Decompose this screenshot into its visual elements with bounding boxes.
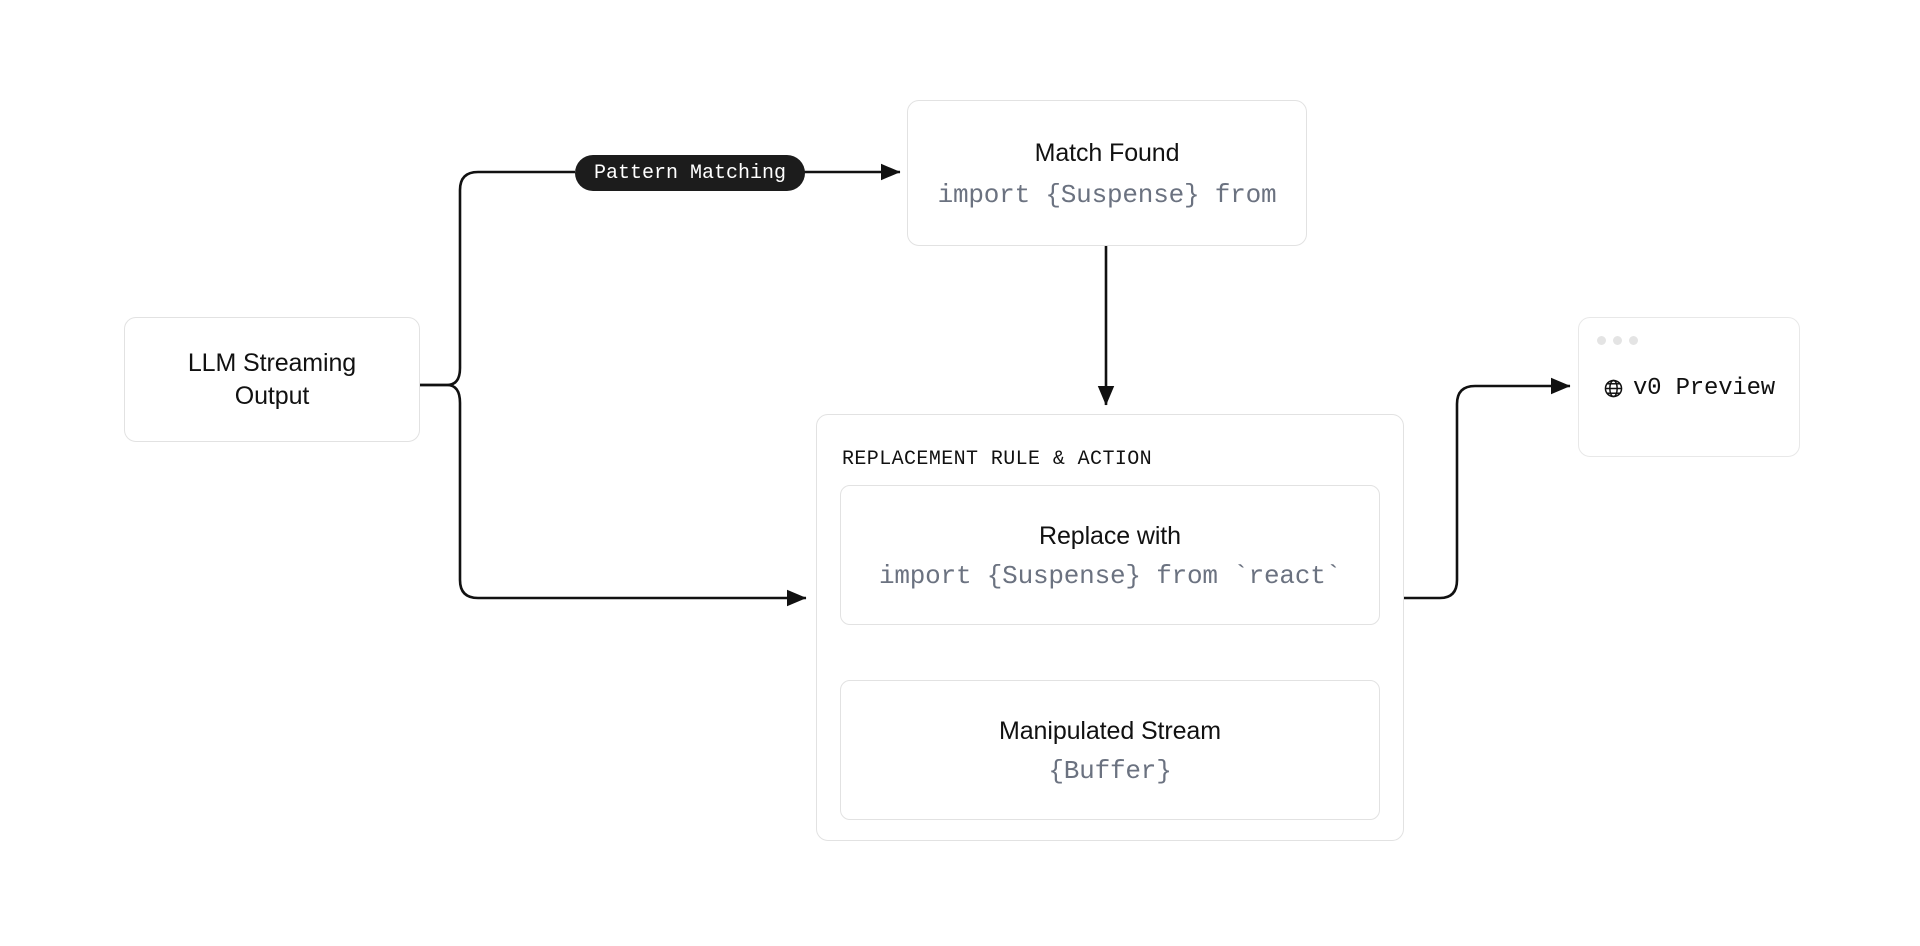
node-match-found[interactable]: Match Found import {Suspense} from xyxy=(907,100,1307,246)
node-replace-with[interactable]: Replace with import {Suspense} from `rea… xyxy=(840,485,1380,625)
node-v0-preview-window[interactable]: v0 Preview xyxy=(1578,317,1800,457)
edge-llm-to-rule xyxy=(420,383,807,607)
window-traffic-light-dots xyxy=(1597,336,1638,345)
pattern-matching-pill[interactable]: Pattern Matching xyxy=(575,155,806,191)
match-found-code: import {Suspense} from xyxy=(937,179,1277,210)
v0-preview-label: v0 Preview xyxy=(1632,375,1776,402)
llm-node-line2: Output xyxy=(234,381,310,410)
globe-icon xyxy=(1603,378,1624,399)
window-dot-minimize-icon xyxy=(1613,336,1622,345)
replace-with-code: import {Suspense} from `react` xyxy=(878,560,1342,591)
edge-rule-to-preview xyxy=(1404,377,1571,600)
manipulated-stream-title: Manipulated Stream xyxy=(999,716,1221,745)
llm-node-line1: LLM Streaming xyxy=(187,348,357,377)
v0-preview-label-row: v0 Preview xyxy=(1579,375,1799,402)
node-manipulated-stream[interactable]: Manipulated Stream {Buffer} xyxy=(840,680,1380,820)
replace-with-title: Replace with xyxy=(1039,521,1181,550)
edge-llm-to-pattern xyxy=(420,170,575,387)
manipulated-stream-code: {Buffer} xyxy=(1048,755,1172,786)
window-dot-close-icon xyxy=(1597,336,1606,345)
window-dot-maximize-icon xyxy=(1629,336,1638,345)
replacement-rule-header: REPLACEMENT RULE & ACTION xyxy=(842,448,1153,471)
match-found-title: Match Found xyxy=(1034,138,1180,167)
pattern-matching-label: Pattern Matching xyxy=(594,161,787,185)
node-llm-streaming-output[interactable]: LLM Streaming Output xyxy=(124,317,420,442)
